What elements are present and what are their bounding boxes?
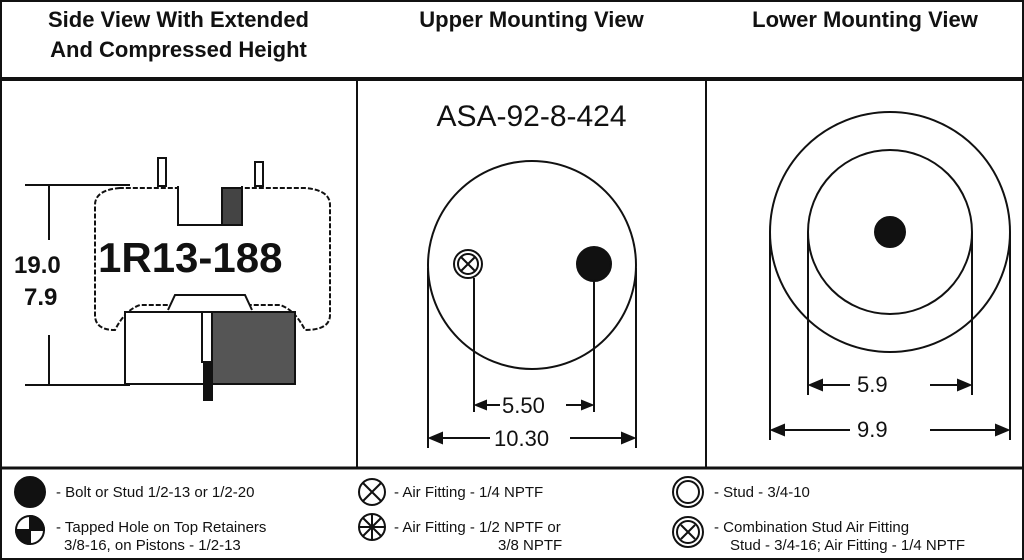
legend-air-fitting-large-2: 3/8 NPTF — [498, 537, 563, 554]
legend-air-fitting: - Air Fitting - 1/4 NPTF — [394, 484, 544, 501]
lower-dim-outer: 9.9 — [857, 417, 888, 442]
legend-combination-2: Stud - 3/4-16; Air Fitting - 1/4 NPTF — [730, 537, 966, 554]
side-view-drawing — [25, 157, 331, 401]
upper-dim-inner: 5.50 — [502, 393, 545, 418]
legend-tapped-hole-2: 3/8-16, on Pistons - 1/2-13 — [64, 537, 241, 554]
part-number: ASA-92-8-424 — [436, 100, 627, 133]
spoked-circle-icon — [358, 513, 386, 541]
x-circle-icon — [358, 478, 386, 506]
upper-dim-outer: 10.30 — [494, 426, 550, 451]
stud-icon — [874, 216, 906, 248]
header-upper-view: Upper Mounting View — [419, 7, 644, 32]
solid-circle-icon — [14, 476, 46, 508]
bolt-icon — [576, 246, 612, 282]
double-x-circle-icon — [672, 516, 704, 548]
legend-tapped-hole: - Tapped Hole on Top Retainers — [56, 519, 267, 536]
compressed-height: 7.9 — [24, 284, 58, 311]
legend-air-fitting-large: - Air Fitting - 1/2 NPTF or — [394, 519, 561, 536]
legend-stud: - Stud - 3/4-10 — [714, 484, 810, 501]
legend-combination: - Combination Stud Air Fitting — [714, 519, 910, 536]
double-circle-icon — [672, 476, 704, 508]
lower-mounting-drawing — [769, 111, 1011, 440]
legend-bolt: - Bolt or Stud 1/2-13 or 1/2-20 — [56, 484, 255, 501]
quartered-circle-icon — [14, 514, 46, 546]
lower-dim-inner: 5.9 — [857, 372, 888, 397]
upper-mounting-drawing — [427, 160, 637, 448]
header-lower-view: Lower Mounting View — [752, 7, 978, 32]
air-fitting-icon — [453, 249, 483, 279]
model-number: 1R13-188 — [98, 234, 283, 281]
extended-height: 19.0 — [14, 252, 61, 280]
header-side-view: Side View With Extended And Compressed H… — [47, 7, 309, 62]
